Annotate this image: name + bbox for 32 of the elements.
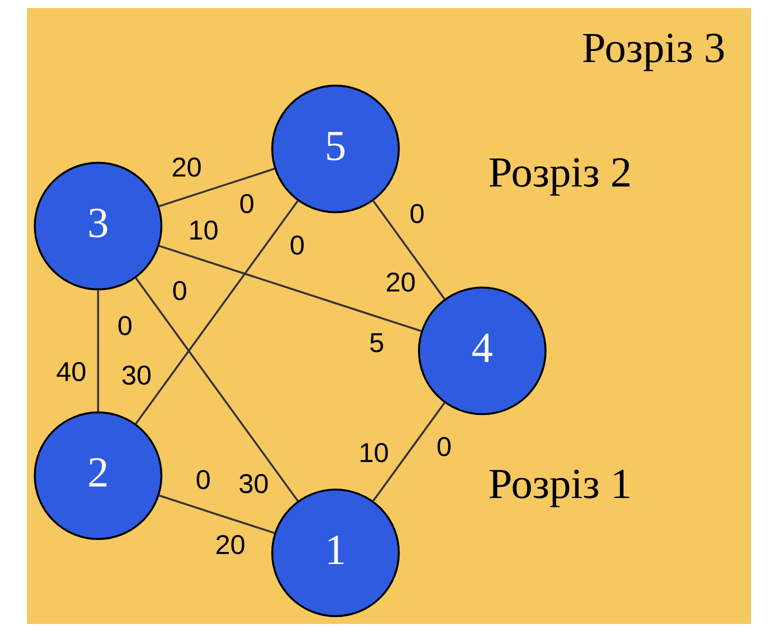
connector bbox=[134, 200, 298, 424]
label: 0 bbox=[238, 188, 254, 220]
node-circle: 2 bbox=[33, 411, 162, 540]
label: 0 bbox=[289, 229, 304, 260]
label: 5 bbox=[368, 326, 384, 358]
label: Розріз 3 bbox=[581, 24, 725, 72]
label: Розріз 2 bbox=[488, 149, 632, 196]
label: 0 bbox=[116, 310, 132, 342]
connector bbox=[372, 200, 446, 300]
node-circle: 1 bbox=[270, 488, 400, 618]
label: 10 bbox=[358, 436, 388, 468]
label: 0 bbox=[408, 198, 424, 229]
connector bbox=[158, 244, 422, 332]
label: Розріз 1 bbox=[488, 461, 632, 508]
label: 0 bbox=[172, 275, 187, 306]
label: 0 bbox=[436, 431, 452, 462]
label: 20 bbox=[384, 266, 416, 298]
label: 20 bbox=[214, 529, 245, 560]
label: 20 bbox=[170, 151, 202, 182]
connector bbox=[372, 402, 446, 502]
label: 40 bbox=[56, 356, 86, 387]
connector bbox=[96, 290, 99, 412]
node-circle: 4 bbox=[417, 286, 546, 416]
node-circle: 5 bbox=[270, 84, 400, 214]
label: 0 bbox=[195, 464, 210, 495]
node-circle: 3 bbox=[33, 162, 162, 290]
connector bbox=[158, 168, 275, 208]
connector bbox=[158, 494, 275, 534]
label: 10 bbox=[188, 214, 218, 246]
connector bbox=[134, 277, 298, 502]
label: 30 bbox=[238, 468, 268, 500]
label: 30 bbox=[120, 359, 152, 390]
